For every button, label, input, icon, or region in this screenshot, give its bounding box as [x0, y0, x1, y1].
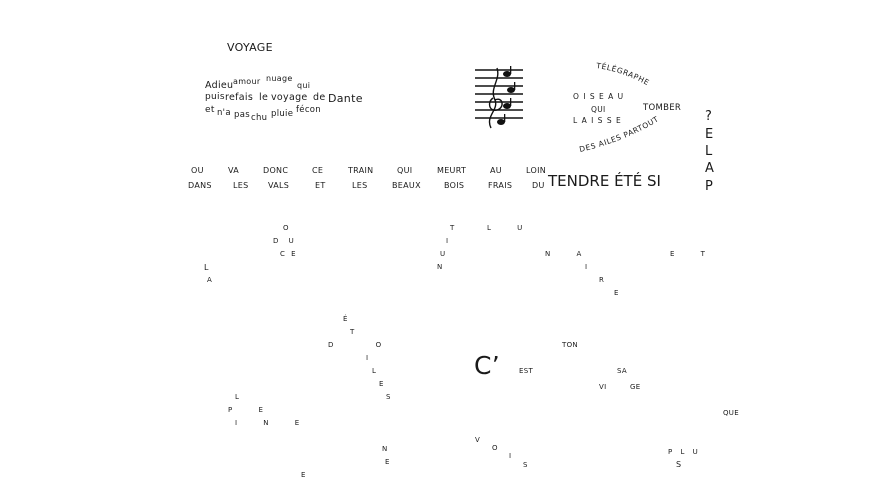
scatter-letter: TON: [562, 341, 578, 349]
scatter-letter: I N E: [235, 419, 312, 427]
scatter-letter: L: [204, 263, 209, 272]
scatter-letter: I: [446, 237, 449, 245]
scatter-letter: C E: [280, 250, 298, 258]
stanza-word: voyage: [271, 92, 308, 103]
scatter-letter: L: [235, 393, 240, 401]
stanza-word: pas: [234, 110, 250, 120]
train-word: AU: [490, 166, 502, 175]
scatter-letter: I: [509, 452, 512, 460]
scatter-letter: U: [440, 250, 446, 258]
stanza-word: le: [259, 92, 269, 103]
scatter-letter: E: [301, 471, 306, 479]
scatter-letter: V: [475, 436, 481, 444]
stanza-word: n'a: [217, 108, 231, 118]
scatter-letter: I: [366, 354, 369, 362]
pale-letter: P: [705, 179, 714, 194]
pale-letter: L: [705, 144, 713, 159]
train-word: VA: [228, 166, 240, 175]
train-word: TRAIN: [348, 166, 374, 175]
scatter-letter: P L U: [668, 448, 701, 456]
scatter-letter: C’: [474, 351, 501, 380]
scatter-letter: E: [379, 380, 384, 388]
stanza-word: qui: [297, 81, 311, 90]
scatter-letter: L: [372, 367, 377, 375]
scatter-letter: D U: [273, 237, 298, 245]
stanza-word: amour: [233, 77, 261, 86]
telegraph-word: TOMBER: [643, 103, 682, 113]
pale-letter: A: [705, 161, 715, 176]
scatter-letter: E: [614, 289, 619, 297]
stanza-word: de: [313, 92, 326, 103]
pale-letter: ?: [705, 109, 713, 124]
train-word: ET: [315, 181, 326, 190]
scatter-letter: O: [283, 224, 289, 232]
tendre-phrase: TENDRE ÉTÉ SI: [548, 172, 661, 190]
telegraph-word: L A I S S E: [573, 116, 622, 125]
train-word: LES: [352, 181, 368, 190]
scatter-letter: R: [599, 276, 605, 284]
train-word: DONC: [263, 166, 289, 175]
scatter-letter: D O: [328, 341, 402, 349]
train-word: CE: [312, 166, 324, 175]
stanza-word: chu: [251, 113, 268, 123]
scatter-letter: S: [386, 393, 391, 401]
train-word: DU: [532, 181, 545, 190]
treble-clef-icon: [475, 66, 523, 129]
scatter-letter: S: [676, 460, 682, 469]
scatter-letter: O: [492, 444, 498, 452]
poem-title: VOYAGE: [227, 41, 273, 54]
train-word: BOIS: [444, 181, 465, 190]
scatter-letter: VI: [599, 383, 607, 391]
stanza-word: pluie: [271, 109, 294, 119]
scatter-letter: A: [207, 276, 213, 284]
svg-text:TÉLÉGRAPHE: TÉLÉGRAPHE: [595, 62, 651, 87]
scatter-letter: E T: [670, 250, 717, 258]
scatter-letter: É: [343, 315, 348, 323]
train-word: BEAUX: [392, 181, 421, 190]
svg-text:DES AILES PARTOUT: DES AILES PARTOUT: [578, 114, 660, 154]
scatter-letter: N: [437, 263, 443, 271]
scatter-letter: P E: [228, 406, 275, 414]
train-word: OU: [191, 166, 204, 175]
telegraph-word: QUI: [591, 105, 606, 114]
scatter-letter: S: [523, 461, 528, 469]
scatter-letter: E: [385, 458, 390, 466]
train-word: DANS: [188, 181, 212, 190]
train-word: QUI: [397, 166, 413, 175]
stanza-word: Adieu: [205, 80, 234, 91]
stanza-word: Dante: [328, 92, 363, 105]
scatter-letter: T: [350, 328, 355, 336]
pale-letter: E: [705, 127, 714, 142]
scatter-letter: QUE: [723, 409, 739, 417]
train-word: LOIN: [526, 166, 547, 175]
train-word: MEURT: [437, 166, 467, 175]
scatter-letter: T: [450, 224, 455, 232]
stanza-word: fécon: [296, 105, 321, 115]
scatter-letter: SA: [617, 367, 627, 375]
scatter-letter: N: [382, 445, 388, 453]
telegraph-word: O I S E A U: [573, 92, 625, 101]
train-word: FRAIS: [488, 181, 513, 190]
stanza-word: nuage: [266, 74, 293, 83]
stanza-word: refais: [225, 92, 254, 103]
telegraph-arc: TÉLÉGRAPHE: [595, 62, 651, 87]
scatter-letter: EST: [519, 367, 534, 375]
stanza-word: et: [205, 105, 215, 115]
stanza-word: puis: [205, 92, 225, 102]
train-word: LES: [233, 181, 249, 190]
scatter-letter: GE: [630, 383, 641, 391]
telegraph-arc-2: DES AILES PARTOUT: [578, 114, 660, 154]
train-word: VALS: [268, 181, 290, 190]
scatter-letter: L U: [487, 224, 535, 232]
scatter-letter: N A: [545, 250, 594, 258]
scatter-letter: I: [585, 263, 588, 271]
